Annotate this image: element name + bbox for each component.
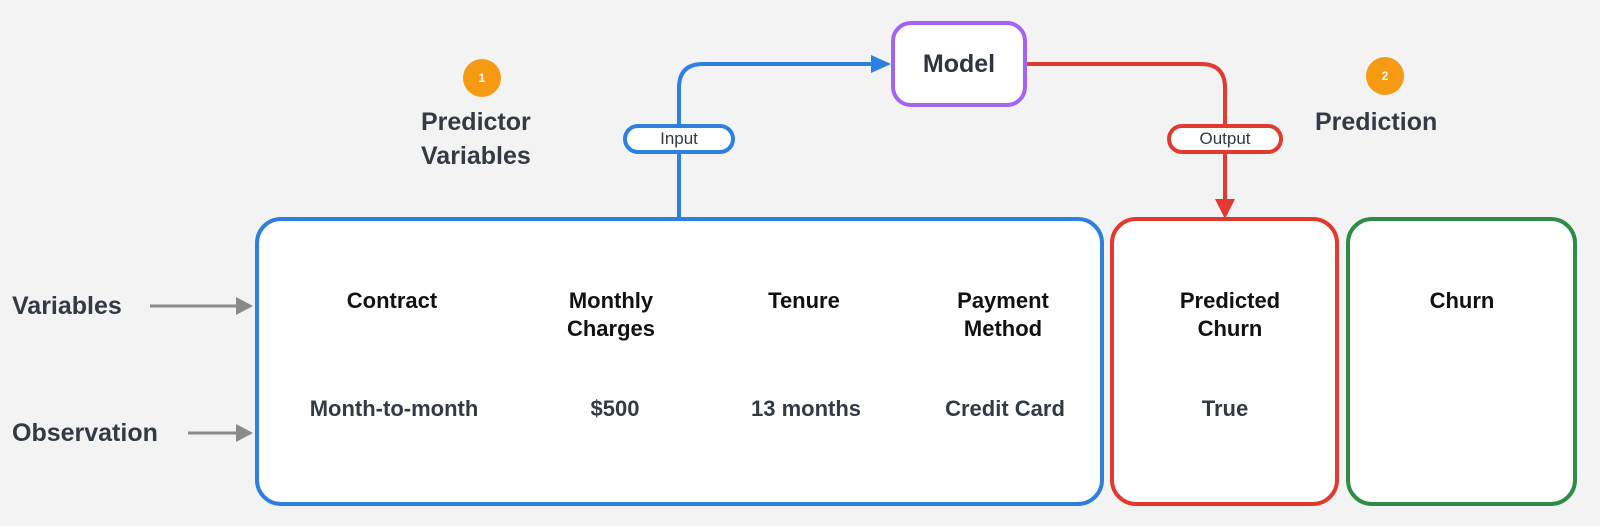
actual-churn-panel xyxy=(1346,217,1577,506)
output-arrowhead xyxy=(1215,199,1235,219)
predicted-churn-value: True xyxy=(1201,396,1249,421)
observation-value-tenure: 13 months xyxy=(750,396,862,421)
variables-side-label: Variables xyxy=(12,292,122,320)
column-header-contract: Contract xyxy=(292,287,492,315)
column-header-line: Tenure xyxy=(768,288,840,313)
column-header-line: Method xyxy=(963,316,1043,341)
column-header-payment-method: Payment Method xyxy=(903,287,1103,343)
column-header-predicted-churn: Predicted Churn xyxy=(1130,287,1330,343)
column-header-line: Payment xyxy=(957,288,1049,313)
output-pill: Output xyxy=(1167,124,1283,154)
column-header-churn: Churn xyxy=(1362,287,1562,315)
output-connector-line xyxy=(1027,62,1227,200)
column-header-line: Predicted xyxy=(1179,288,1281,313)
input-connector-line xyxy=(677,62,872,217)
predictor-variables-panel xyxy=(255,217,1104,506)
column-header-line: Monthly xyxy=(568,288,654,313)
observation-side-label: Observation xyxy=(12,419,158,447)
predictor-variables-label-line: Variables xyxy=(421,142,531,170)
step-badge-2: 2 xyxy=(1366,57,1404,95)
column-header-tenure: Tenure xyxy=(704,287,904,315)
observation-arrowhead xyxy=(236,424,253,442)
predicted-churn-panel xyxy=(1110,217,1339,506)
observation-value-contract: Month-to-month xyxy=(309,396,479,421)
prediction-label: Prediction xyxy=(1315,108,1438,136)
column-header-line: Churn xyxy=(1429,288,1495,313)
step-badge-1: 1 xyxy=(463,59,501,97)
predictor-variables-label: Predictor Variables xyxy=(421,105,531,173)
input-arrowhead xyxy=(871,55,891,73)
input-pill: Input xyxy=(623,124,735,154)
model-label: Model xyxy=(922,49,996,78)
predictor-variables-label-line: Predictor xyxy=(421,108,531,136)
column-header-monthly-charges: Monthly Charges xyxy=(511,287,711,343)
observation-value-monthly-charges: $500 xyxy=(590,396,640,421)
observation-value-payment-method: Credit Card xyxy=(945,396,1065,421)
model-node: Model xyxy=(891,21,1027,107)
variables-arrowhead xyxy=(236,297,253,315)
column-header-line: Charges xyxy=(566,316,656,341)
column-header-line: Contract xyxy=(346,288,438,313)
column-header-line: Churn xyxy=(1197,316,1263,341)
